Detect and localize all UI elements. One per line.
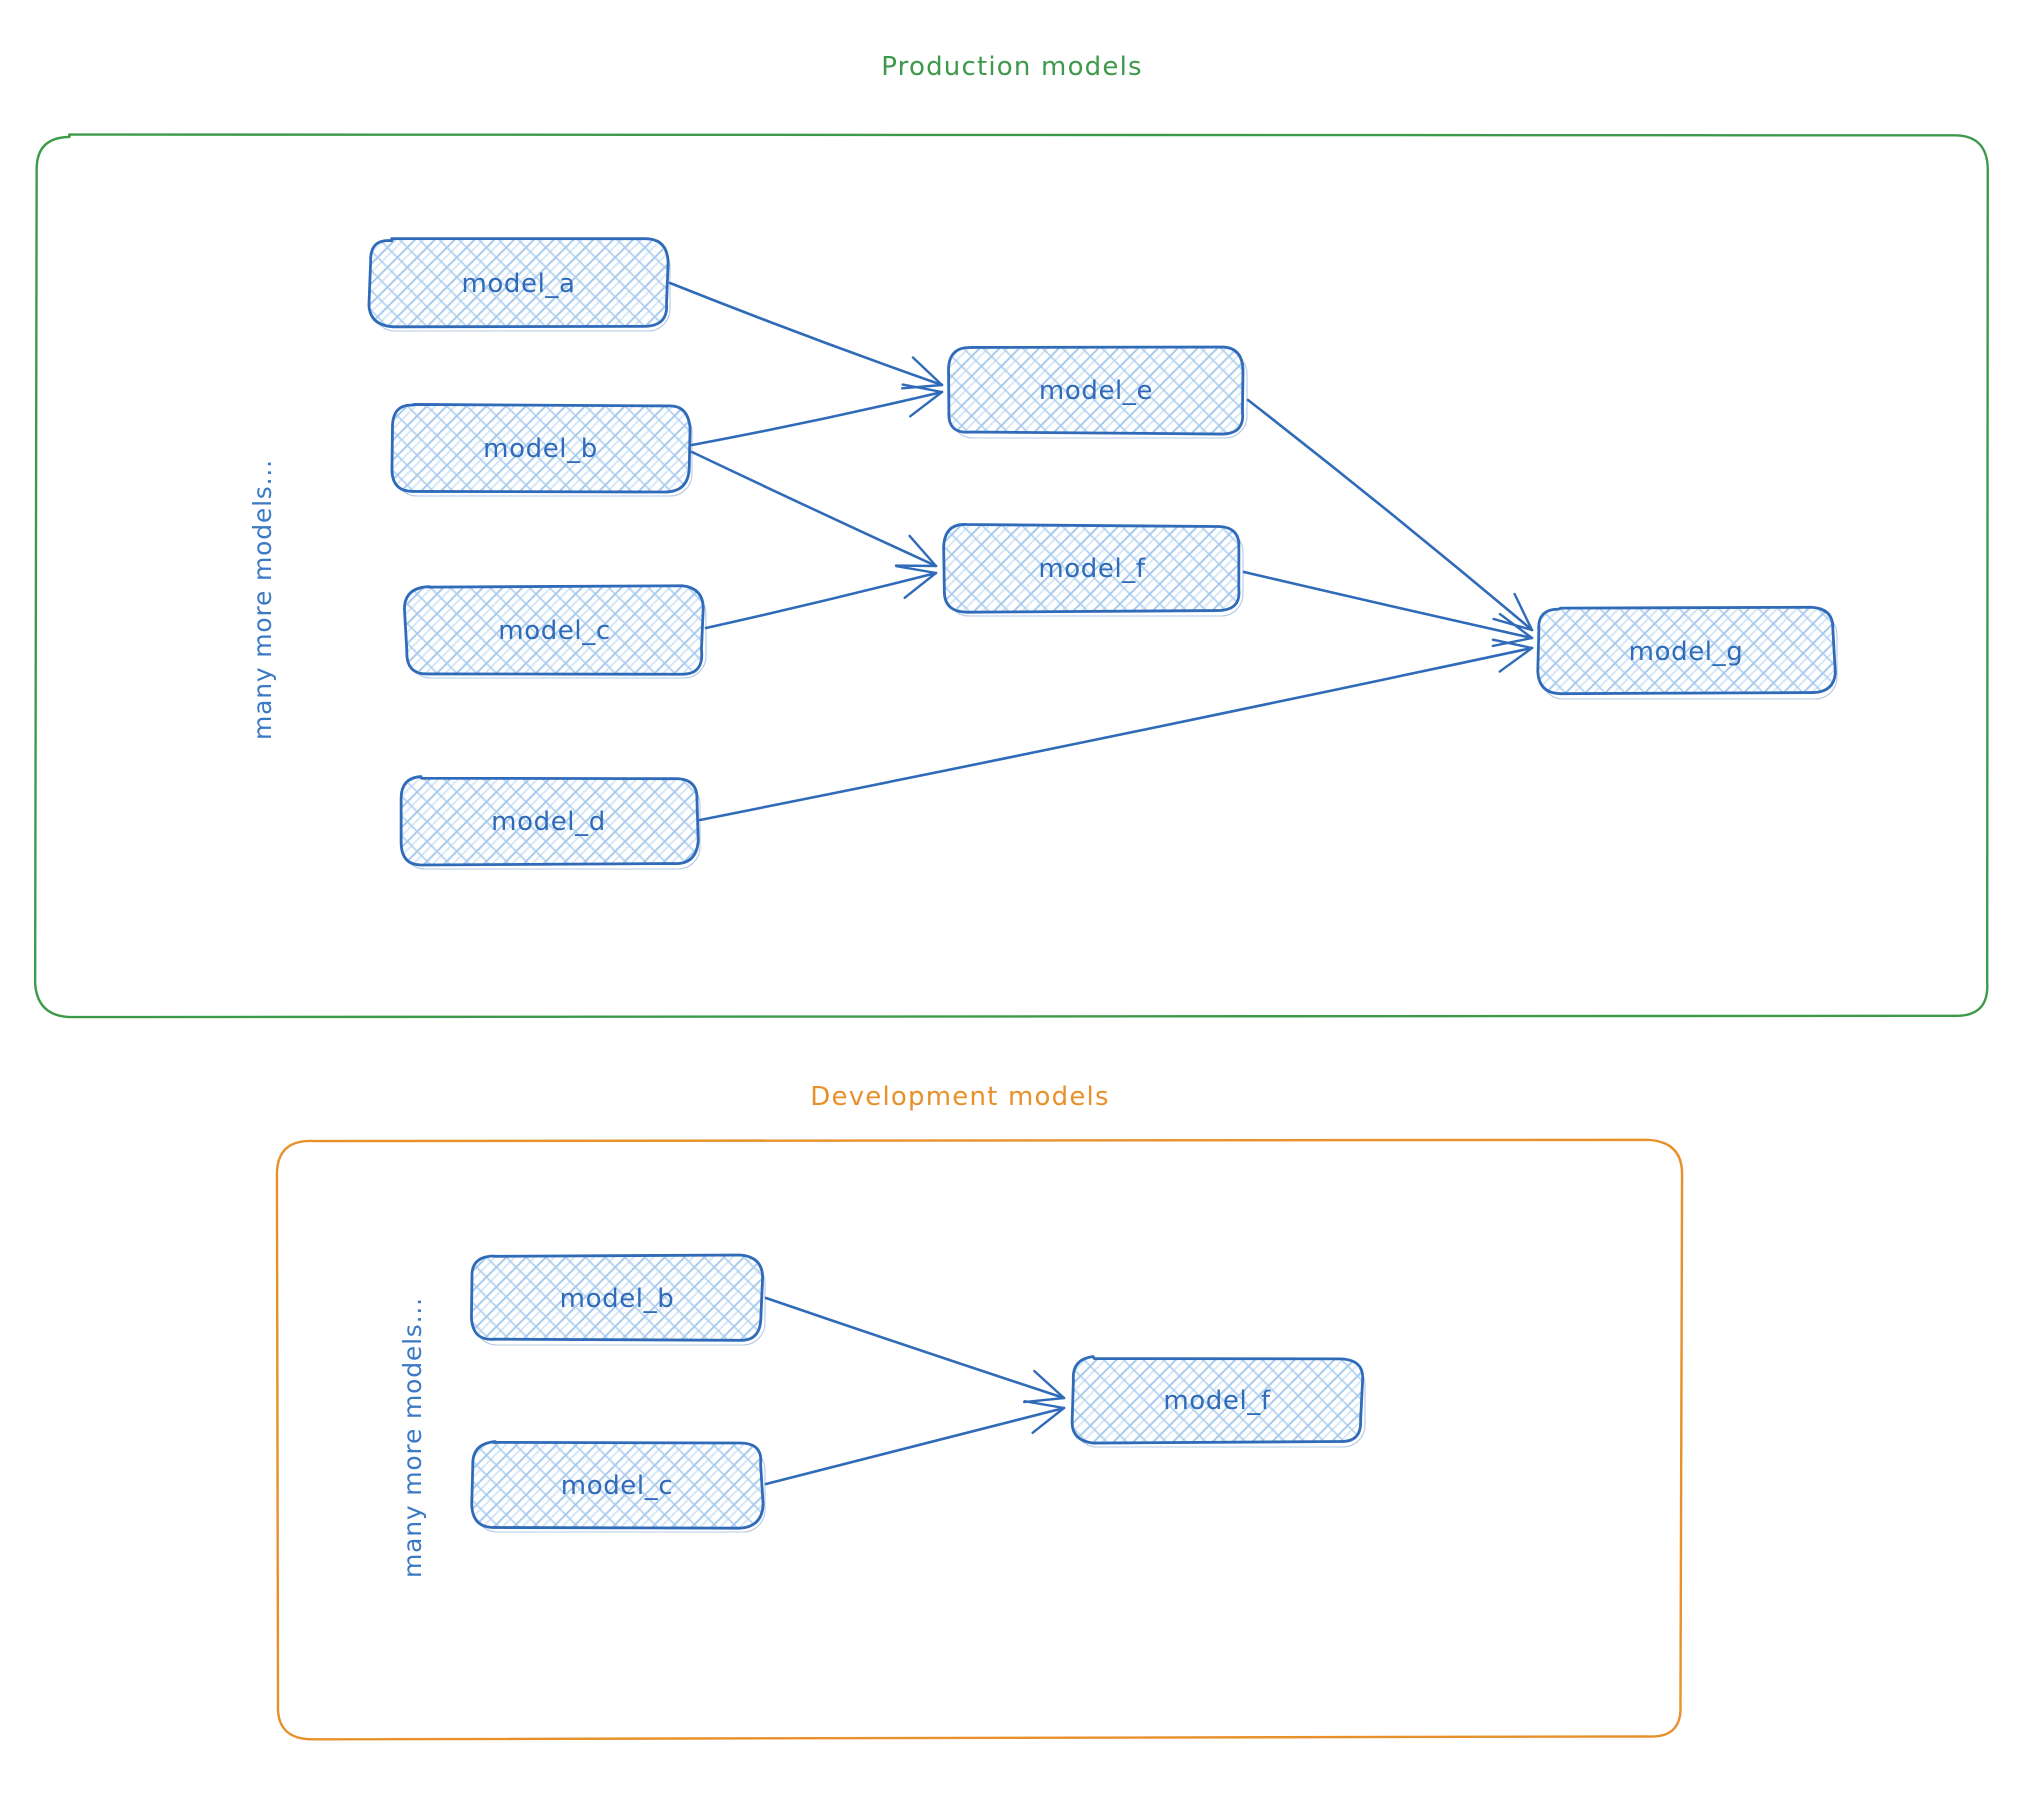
group-title-production: Production models (881, 52, 1143, 82)
edge-p_model_e-to-p_model_g (1246, 398, 1534, 632)
edge-p_model_b-to-p_model_e (690, 383, 944, 447)
node-model_c[interactable] (470, 1440, 766, 1533)
node-model_d[interactable] (399, 775, 701, 870)
edge-p_model_a-to-p_model_e (668, 281, 944, 390)
node-model_b[interactable] (390, 403, 693, 497)
group-boxes-layer (33, 133, 1989, 1741)
group-box-development (275, 1138, 1684, 1741)
group-box-production (33, 133, 1989, 1019)
edge-p_model_f-to-p_model_g (1242, 570, 1534, 648)
node-model_e[interactable] (947, 345, 1248, 439)
node-model_f[interactable] (942, 523, 1244, 617)
edge-p_model_d-to-p_model_g (698, 638, 1534, 822)
node-model_b[interactable] (470, 1253, 766, 1346)
edge-d_model_c-to-d_model_f (764, 1399, 1066, 1486)
edge-p_model_c-to-p_model_f (704, 565, 938, 630)
edge-layer (668, 281, 1534, 1486)
node-layer (367, 237, 1838, 1533)
group-title-development: Development models (810, 1082, 1110, 1112)
node-model_f[interactable] (1070, 1355, 1366, 1448)
side-note-production: many more models... (248, 459, 277, 740)
edge-p_model_b-to-p_model_f (690, 450, 938, 568)
node-model_a[interactable] (367, 237, 671, 332)
edge-d_model_b-to-d_model_f (764, 1296, 1066, 1404)
node-model_g[interactable] (1536, 605, 1838, 700)
node-model_c[interactable] (403, 584, 707, 679)
side-note-development: many more models... (398, 1297, 427, 1578)
